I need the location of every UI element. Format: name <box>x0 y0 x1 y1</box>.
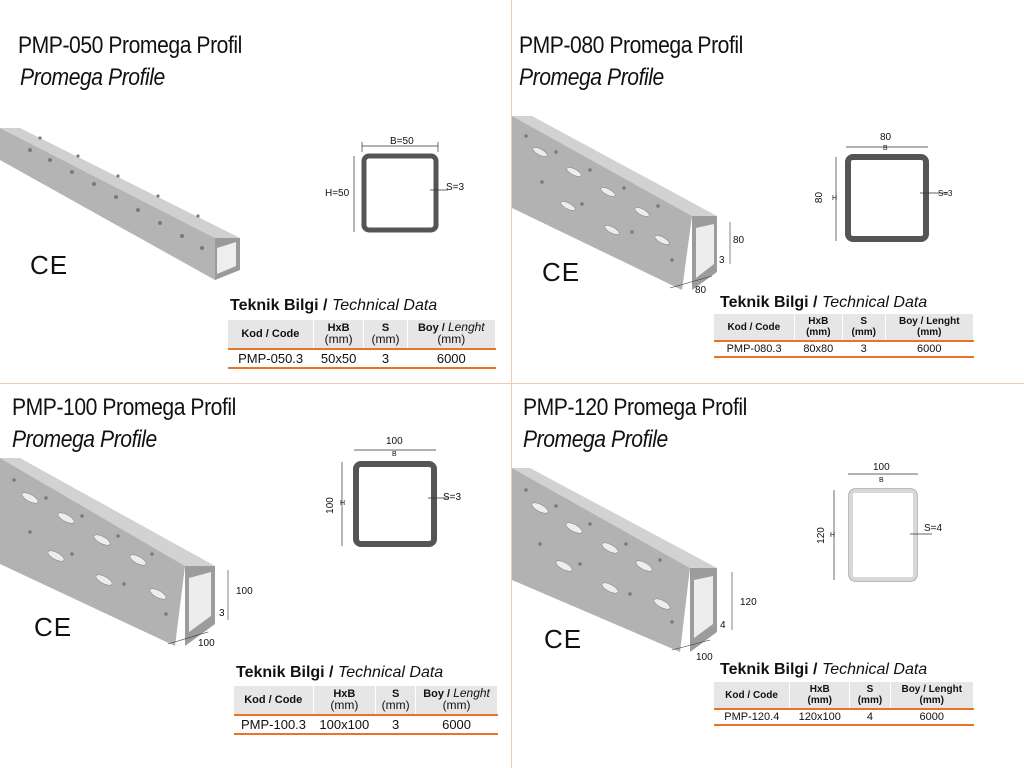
width-label: B <box>392 451 397 458</box>
product-panel-pmp-080: PMP-080 Promega Profil Promega Profile 8… <box>512 0 1024 384</box>
width-label: B <box>879 477 884 484</box>
profile-height-dim: 100 <box>236 586 253 597</box>
ce-mark: CE <box>34 612 73 642</box>
technical-data-table: Kod / Code HxB(mm) S(mm) Boy / Lenght(mm… <box>234 686 498 735</box>
technical-data-table: Kod / Code HxB(mm) S(mm) Boy / Lenght(mm… <box>714 682 975 726</box>
header-s: S(mm) <box>363 320 408 350</box>
technical-data-table: Kod / Code HxB(mm) S(mm) Boy / Lenght(mm… <box>714 314 974 358</box>
product-title: PMP-080 Promega Profil <box>519 32 743 59</box>
cross-section-diagram <box>341 449 448 547</box>
header-length: Boy / Lenght(mm) <box>890 682 975 710</box>
technical-data-heading: Teknik Bilgi / Technical Data <box>720 661 928 678</box>
header-length: Boy / Lenght(mm) <box>885 314 974 342</box>
profile-illustration <box>512 116 731 290</box>
product-title: PMP-100 Promega Profil <box>12 394 236 421</box>
profile-illustration <box>0 458 229 646</box>
height-label: H=50 <box>325 188 350 199</box>
header-hxb: HxB(mm) <box>313 320 365 350</box>
width-label: B <box>883 145 888 152</box>
width-value: 80 <box>880 132 892 143</box>
thickness-label: S=3 <box>938 189 953 198</box>
table-row: PMP-100.3 100x100 3 6000 <box>234 715 498 735</box>
width-value: 100 <box>873 462 890 473</box>
profile-thickness-dim: 3 <box>219 608 225 619</box>
height-label: H <box>832 195 838 202</box>
profile-width-dim: 80 <box>695 285 707 296</box>
table-row: PMP-080.3 80x80 3 6000 <box>714 341 974 358</box>
header-code: Kod / Code <box>234 686 314 716</box>
thickness-label: S=3 <box>446 182 465 193</box>
table-row: PMP-050.3 50x50 3 6000 <box>228 349 496 369</box>
product-subtitle: Promega Profile <box>519 64 664 91</box>
width-label: B=50 <box>390 136 414 147</box>
header-length: Boy / Lenght(mm) <box>407 320 497 350</box>
thickness-label: S=4 <box>924 523 943 534</box>
profile-thickness-dim: 4 <box>720 620 726 631</box>
product-subtitle: Promega Profile <box>12 426 157 453</box>
header-hxb: HxB(mm) <box>789 682 851 710</box>
height-label: H <box>340 500 346 507</box>
profile-illustration <box>0 128 240 280</box>
ce-mark: CE <box>30 250 69 280</box>
profile-width-dim: 100 <box>696 652 713 663</box>
technical-data-heading: Teknik Bilgi / Technical Data <box>720 294 928 311</box>
product-panel-pmp-100: PMP-100 Promega Profil Promega Profile 1… <box>0 384 512 768</box>
thickness-label: S=3 <box>443 492 462 503</box>
product-panel-pmp-050: PMP-050 Promega Profil Promega Profile C… <box>0 0 512 384</box>
horizontal-divider <box>0 383 1024 384</box>
header-code: Kod / Code <box>714 314 795 342</box>
profile-height-dim: 120 <box>740 597 757 608</box>
header-s: S(mm) <box>849 682 891 710</box>
header-code: Kod / Code <box>714 682 791 710</box>
product-panel-pmp-120: PMP-120 Promega Profil Promega Profile 1… <box>512 384 1024 768</box>
height-value: 120 <box>815 527 827 544</box>
profile-illustration <box>512 468 733 652</box>
table-row: PMP-120.4 120x100 4 6000 <box>714 709 974 726</box>
cross-section-diagram <box>835 146 948 242</box>
profile-height-dim: 80 <box>733 235 745 246</box>
technical-data-heading: Teknik Bilgi / Technical Data <box>230 297 438 314</box>
product-title: PMP-120 Promega Profil <box>523 394 747 421</box>
technical-data-heading: Teknik Bilgi / Technical Data <box>236 664 444 681</box>
height-label: H <box>830 532 836 539</box>
product-subtitle: Promega Profile <box>20 64 165 91</box>
cross-section-diagram <box>353 142 448 233</box>
header-s: S(mm) <box>842 314 886 342</box>
height-value: 80 <box>814 191 826 204</box>
product-subtitle: Promega Profile <box>523 426 668 453</box>
header-hxb: HxB(mm) <box>313 686 377 716</box>
product-title: PMP-050 Promega Profil <box>18 32 242 59</box>
vertical-divider <box>511 0 512 768</box>
width-value: 100 <box>386 436 403 447</box>
header-length: Boy / Lenght(mm) <box>415 686 498 716</box>
height-value: 100 <box>324 497 336 514</box>
cross-section-diagram <box>833 473 932 582</box>
header-code: Kod / Code <box>228 320 314 350</box>
header-s: S(mm) <box>375 686 417 716</box>
ce-mark: CE <box>542 257 581 287</box>
header-hxb: HxB(mm) <box>794 314 843 342</box>
ce-mark: CE <box>544 624 583 654</box>
profile-thickness-dim: 3 <box>719 255 725 266</box>
profile-width-dim: 100 <box>198 638 215 649</box>
technical-data-table: Kod / Code HxB(mm) S(mm) Boy / Lenght(mm… <box>228 320 497 369</box>
